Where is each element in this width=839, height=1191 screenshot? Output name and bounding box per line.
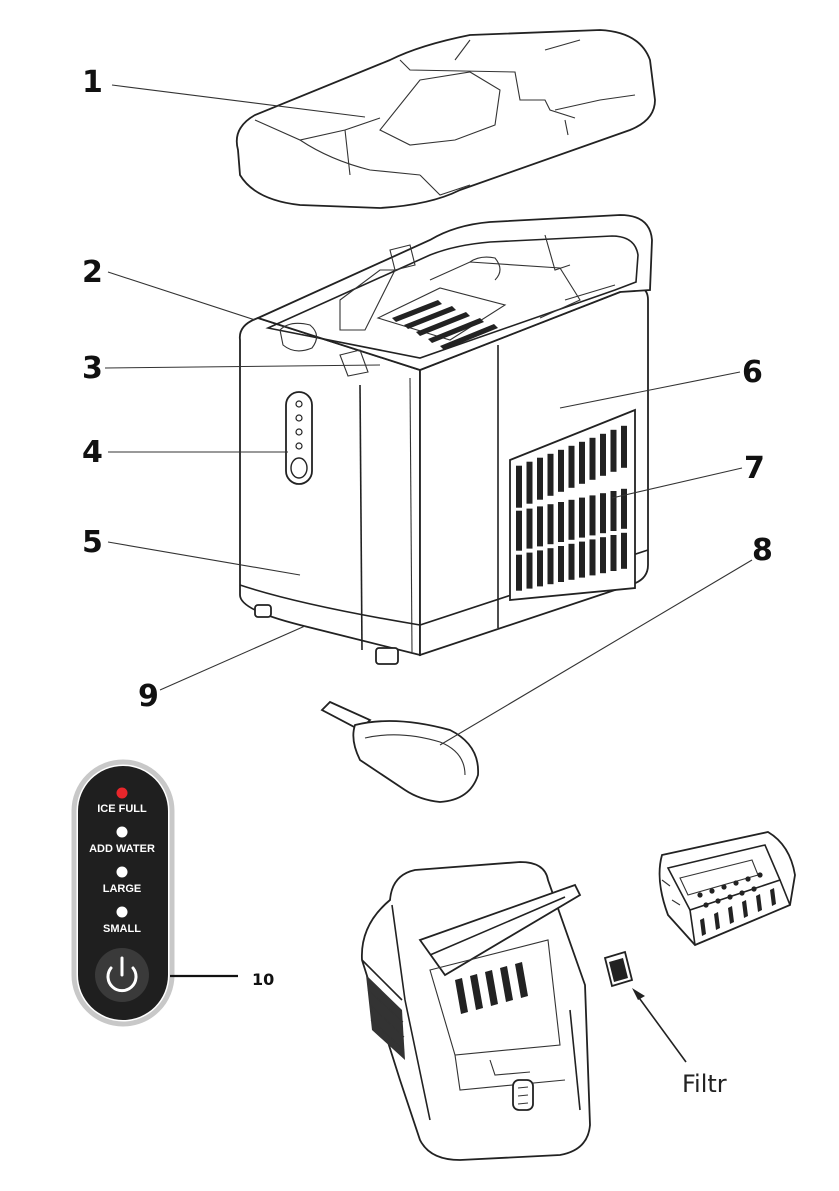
callout-7: 7 (744, 451, 765, 486)
foot-front-right (376, 648, 398, 664)
callout-8: 8 (752, 533, 773, 568)
vent-slot (611, 535, 617, 571)
callout-1: 1 (82, 65, 103, 100)
vent-slot (590, 438, 596, 480)
vent-slot (579, 442, 585, 484)
vent-slot (558, 502, 564, 542)
callout-4: 4 (82, 435, 103, 470)
vent-slot (516, 555, 522, 591)
ice-scoop (322, 702, 478, 802)
vent-slot (579, 542, 585, 578)
vent-slot (548, 504, 554, 544)
vent-slot (537, 458, 543, 500)
foot-front-left (255, 605, 271, 617)
power-button[interactable] (95, 948, 149, 1002)
vent-slot (569, 544, 575, 580)
large-label: LARGE (103, 883, 142, 895)
vent-slot (611, 430, 617, 472)
vent-slot (590, 495, 596, 535)
ice-full-indicator (117, 788, 128, 799)
vent-slot (548, 454, 554, 496)
vent-slot (516, 511, 522, 551)
callout-10: 10 (252, 970, 274, 989)
ice-basket (660, 832, 795, 945)
vent-slot (569, 446, 575, 488)
callout-9: 9 (138, 679, 159, 714)
vent-slot (537, 506, 543, 546)
vent-slot (537, 550, 543, 586)
body-control-strip (286, 392, 312, 484)
vent-slot (527, 553, 533, 589)
lid (237, 30, 655, 208)
ice-full-label: ICE FULL (97, 803, 147, 815)
vent-slot (558, 450, 564, 492)
control-panel: ICE FULL ADD WATER LARGE SMALL (74, 762, 238, 1024)
small-indicator (117, 907, 128, 918)
small-label: SMALL (103, 923, 141, 935)
vent-slot (516, 466, 522, 508)
vent-slot (600, 537, 606, 573)
callout-2: 2 (82, 255, 103, 290)
callout-6: 6 (742, 355, 763, 390)
vent-slot (548, 548, 554, 584)
vent-slot (569, 500, 575, 540)
ice-maker-open-view (362, 862, 590, 1160)
vent-slot (579, 498, 585, 538)
filter-label: Filtr (682, 1070, 727, 1098)
vent-slot (621, 533, 627, 569)
vent-slot (558, 546, 564, 582)
vent-slot (600, 434, 606, 476)
large-indicator (117, 867, 128, 878)
vent-slot (621, 426, 627, 468)
add-water-indicator (117, 827, 128, 838)
callout-5: 5 (82, 525, 103, 560)
vent-slot (600, 493, 606, 533)
vent-slot (590, 539, 596, 575)
vent-slot (527, 509, 533, 549)
callout-3: 3 (82, 351, 103, 386)
water-filter: Filtr (605, 952, 727, 1098)
vent-slot (527, 462, 533, 504)
add-water-label: ADD WATER (89, 843, 155, 855)
